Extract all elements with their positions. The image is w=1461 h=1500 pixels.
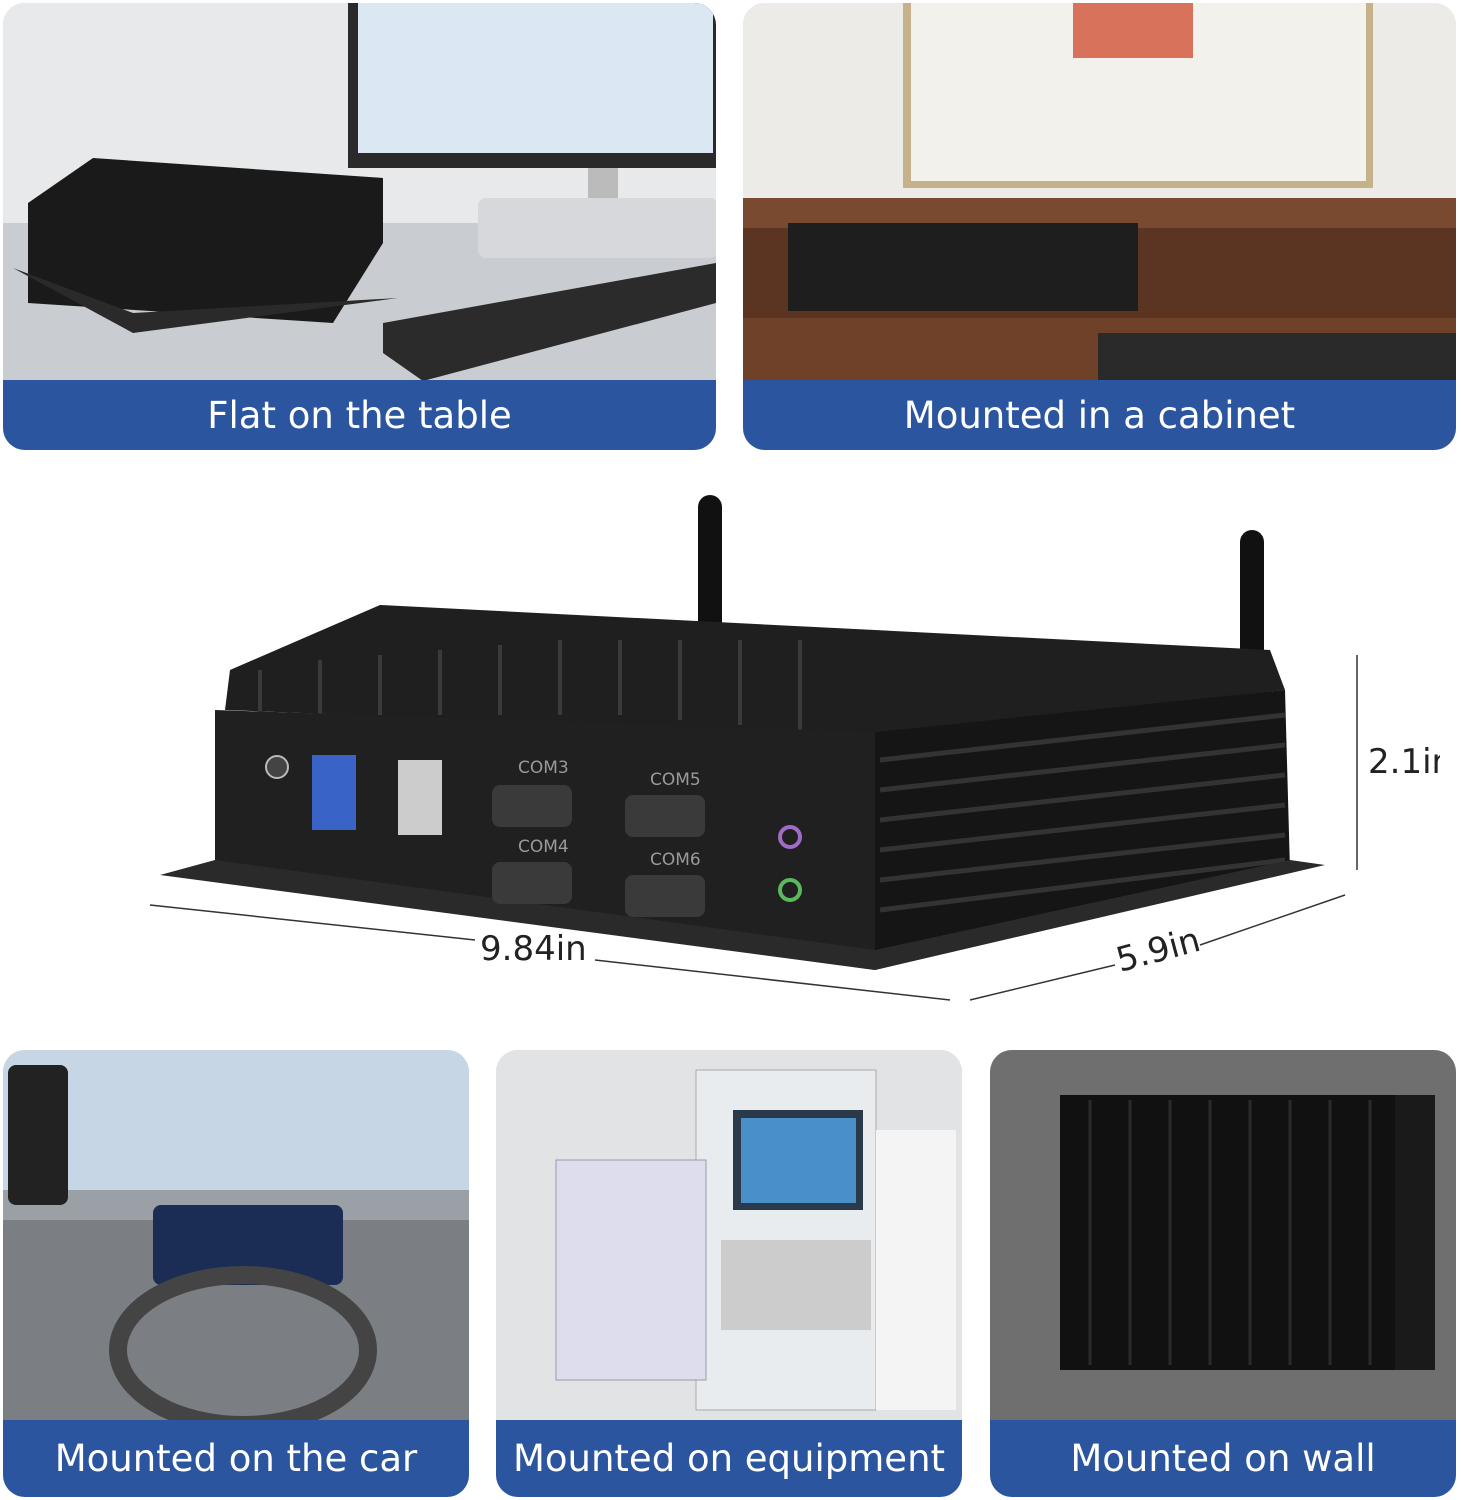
panel-mounted-in-cabinet: Mounted in a cabinet	[743, 3, 1456, 450]
com6-port	[625, 875, 705, 917]
caption-mounted-on-car: Mounted on the car	[3, 1420, 469, 1497]
depth-dimension: 5.9in	[1112, 920, 1205, 981]
panel-mounted-on-wall: Mounted on wall	[990, 1050, 1456, 1497]
audio-jack	[778, 878, 802, 902]
panel-mounted-on-car: Mounted on the car	[3, 1050, 469, 1497]
width-dimension: 9.84in	[480, 929, 587, 969]
panel-flat-on-table: Flat on the table	[3, 3, 716, 450]
mounting-flange	[160, 860, 1325, 970]
com4-label: COM4	[518, 837, 569, 857]
power-button	[265, 755, 289, 779]
com3-port	[492, 785, 572, 827]
com5-port	[625, 795, 705, 837]
com6-label: COM6	[650, 850, 701, 870]
antenna-left	[698, 495, 722, 645]
panel-mounted-on-equipment: Mounted on equipment	[496, 1050, 962, 1497]
caption-mounted-on-equipment: Mounted on equipment	[496, 1420, 962, 1497]
desk-photo	[3, 3, 716, 380]
caption-mounted-on-wall: Mounted on wall	[990, 1420, 1456, 1497]
cabinet-photo	[743, 3, 1456, 380]
car-dashboard-photo	[3, 1050, 469, 1420]
com4-port	[492, 862, 572, 904]
front-panel	[215, 710, 875, 970]
height-dimension: 2.1in	[1368, 742, 1440, 782]
wall-mount-photo	[990, 1050, 1456, 1420]
usb2-ports	[398, 760, 442, 835]
com3-label: COM3	[518, 758, 569, 778]
usb3-ports	[312, 755, 356, 830]
caption-mounted-in-cabinet: Mounted in a cabinet	[743, 380, 1456, 450]
cnc-equipment-photo	[496, 1050, 962, 1420]
mic-jack	[778, 825, 802, 849]
caption-flat-on-table: Flat on the table	[3, 380, 716, 450]
com5-label: COM5	[650, 770, 701, 790]
heatsink-top	[225, 605, 1285, 735]
mini-pc-product-diagram: COM3 COM5 COM4 COM6 9.84in 5.9in 2.1in	[149, 495, 1440, 1001]
